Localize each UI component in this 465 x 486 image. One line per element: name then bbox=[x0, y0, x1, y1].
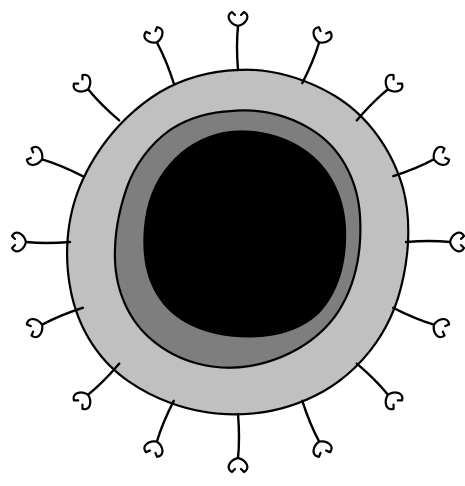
projection-stalk bbox=[88, 364, 119, 395]
projection-stalk bbox=[42, 159, 83, 176]
surface-projection bbox=[357, 75, 403, 121]
projection-hook-right bbox=[82, 75, 90, 89]
surface-projection bbox=[144, 27, 173, 83]
projection-hook-left bbox=[27, 158, 42, 165]
surface-projection bbox=[74, 364, 120, 410]
projection-hook-right bbox=[27, 319, 42, 326]
projection-hook-right bbox=[155, 27, 162, 42]
projection-hook-left bbox=[434, 147, 445, 159]
projection-hook-right bbox=[144, 441, 156, 452]
projection-stalk bbox=[237, 26, 238, 70]
surface-projection bbox=[12, 233, 70, 252]
projection-hook-left bbox=[314, 27, 321, 42]
projection-hook-left bbox=[434, 319, 449, 326]
projection-hook-left bbox=[238, 458, 247, 472]
projection-hook-left bbox=[450, 233, 464, 242]
projection-hook-left bbox=[386, 75, 394, 89]
surface-projection bbox=[27, 147, 83, 176]
projection-hook-left bbox=[82, 395, 90, 409]
projection-hook-right bbox=[388, 84, 402, 92]
surface-projection bbox=[229, 414, 248, 472]
projection-hook-right bbox=[319, 32, 331, 43]
surface-projection bbox=[27, 308, 83, 337]
projection-hook-right bbox=[314, 442, 321, 457]
projection-stalk bbox=[357, 89, 388, 120]
projection-stalk bbox=[393, 308, 434, 325]
projection-hook-right bbox=[450, 242, 464, 251]
projection-hook-left bbox=[31, 325, 42, 337]
surface-projection bbox=[406, 233, 464, 252]
surface-projection bbox=[302, 27, 331, 83]
projection-hook-right bbox=[74, 393, 88, 401]
surface-projection bbox=[229, 12, 248, 70]
projection-hook-right bbox=[434, 158, 449, 165]
surface-projection bbox=[302, 401, 331, 457]
projection-stalk bbox=[42, 308, 83, 325]
projection-hook-right bbox=[434, 325, 445, 337]
surface-projection bbox=[144, 401, 173, 457]
projection-stalk bbox=[393, 159, 434, 176]
projection-hook-left bbox=[229, 12, 238, 26]
projection-hook-right bbox=[229, 458, 238, 472]
projection-stalk bbox=[406, 241, 450, 242]
projection-hook-right bbox=[386, 395, 394, 409]
projection-stalk bbox=[302, 401, 319, 442]
projection-stalk bbox=[26, 242, 70, 243]
projection-stalk bbox=[238, 414, 239, 458]
projection-hook-left bbox=[144, 32, 156, 43]
surface-projection bbox=[393, 308, 449, 337]
projection-hook-left bbox=[319, 441, 331, 452]
projection-hook-left bbox=[388, 393, 402, 401]
projection-stalk bbox=[157, 42, 174, 83]
projection-stalk bbox=[302, 42, 319, 83]
projection-hook-left bbox=[12, 242, 26, 251]
projection-stalk bbox=[157, 401, 174, 442]
surface-projection bbox=[357, 364, 403, 410]
surface-projection bbox=[393, 147, 449, 176]
projection-hook-left bbox=[155, 442, 162, 457]
projection-hook-right bbox=[238, 12, 247, 26]
projection-stalk bbox=[88, 89, 119, 120]
surface-projection bbox=[74, 75, 120, 121]
projection-hook-left bbox=[74, 84, 88, 92]
projection-hook-right bbox=[31, 147, 42, 159]
projection-stalk bbox=[357, 364, 388, 395]
core bbox=[144, 132, 345, 337]
projection-hook-right bbox=[12, 233, 26, 242]
